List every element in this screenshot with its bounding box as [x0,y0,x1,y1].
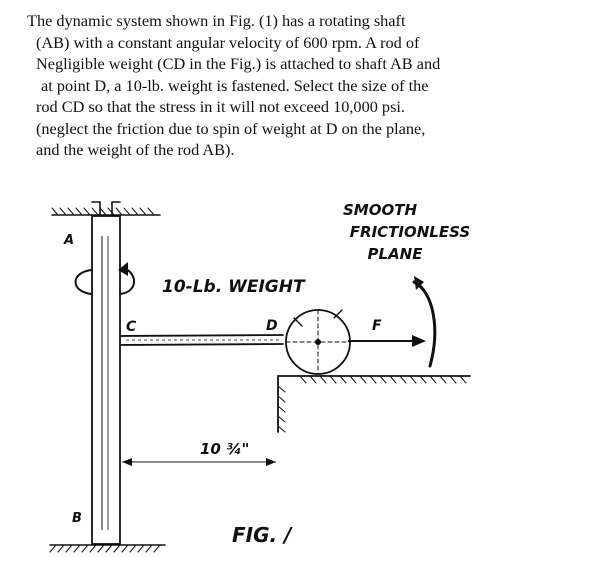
label-d: D [266,318,278,334]
plane-label-frictionless: FRICTIONLESS [350,223,470,241]
label-c: C [126,319,137,335]
rod-cd [119,334,284,346]
shaft-ab [91,215,121,545]
bottom-support [49,544,166,553]
problem-line-4: at point D, a 10-lb. weight is fastened.… [41,75,429,95]
force-arrow [348,276,437,368]
dimension-label: 10 ¾" [200,440,249,458]
plane-label-plane: PLANE [368,245,424,263]
problem-line-1: The dynamic system shown in Fig. (1) has… [27,11,406,30]
problem-line-7: and the weight of the rod AB). [36,140,235,159]
weight-label: 10-Lb. WEIGHT [162,277,306,297]
figure-caption: FIG. / [232,523,293,547]
label-a: A [63,233,74,248]
problem-line-3: Negligible weight (CD in the Fig.) is at… [36,54,441,73]
problem-line-5: rod CD so that the stress in it will not… [36,97,405,116]
problem-line-6: (neglect the friction due to spin of wei… [36,118,426,138]
label-f: F [372,318,382,334]
rotation-arrow-icon [74,262,135,295]
dimension-line [122,458,276,466]
problem-line-2: (AB) with a constant angular velocity of… [36,32,420,52]
label-b: B [72,511,82,526]
top-support [51,201,161,216]
weight-ball [285,309,351,375]
frictionless-plane [277,375,471,433]
plane-label-smooth: SMOOTH [343,201,417,219]
